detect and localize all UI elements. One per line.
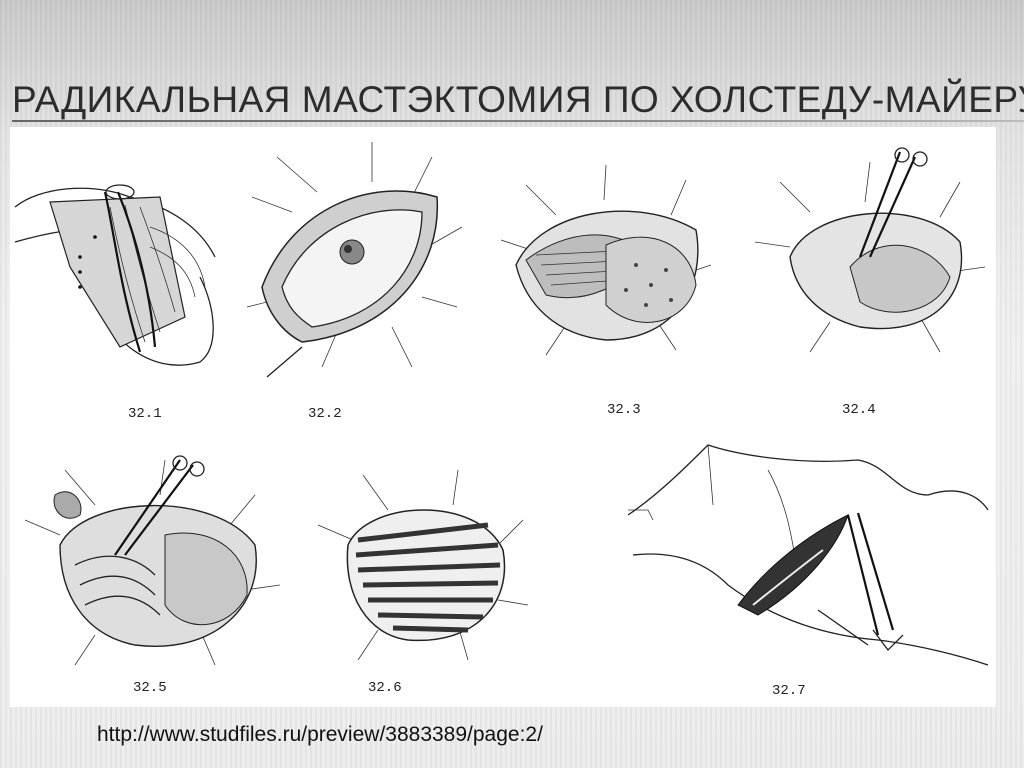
surgical-illustrations-panel: 32.1 32.2 32.3 32.4 <box>10 127 996 707</box>
illustration-32-6 <box>317 469 529 661</box>
illustration-32-5 <box>24 455 281 666</box>
caption-32-1: 32.1 <box>128 406 162 422</box>
illustration-32-7 <box>627 444 989 666</box>
caption-32-3: 32.3 <box>607 402 641 418</box>
caption-32-7: 32.7 <box>772 683 806 699</box>
caption-32-2: 32.2 <box>308 406 342 422</box>
illustration-32-3 <box>500 164 712 356</box>
title-divider <box>12 120 1024 122</box>
illustration-32-1 <box>14 184 216 366</box>
caption-32-4: 32.4 <box>842 402 876 418</box>
caption-32-6: 32.6 <box>368 680 402 696</box>
illustration-32-2 <box>246 142 463 378</box>
illustration-32-4 <box>754 147 986 353</box>
caption-32-5: 32.5 <box>133 680 167 696</box>
slide-title: РАДИКАЛЬНАЯ МАСТЭКТОМИЯ ПО ХОЛСТЕДУ-МАЙЕ… <box>12 79 1024 120</box>
source-url-link[interactable]: http://www.studfiles.ru/preview/3883389/… <box>97 723 543 746</box>
